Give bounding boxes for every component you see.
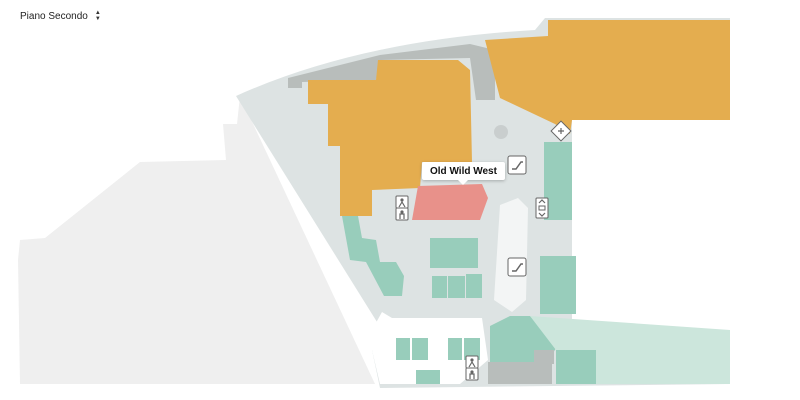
top-corridor (288, 44, 495, 100)
floor-label: Piano Secondo (20, 10, 88, 22)
atrium-corridor (494, 198, 528, 312)
store-right-upper[interactable] (544, 142, 572, 220)
store-bottom-small-10[interactable] (416, 370, 440, 384)
store-bottom-light[interactable] (556, 350, 596, 384)
store-block-b[interactable] (448, 276, 465, 298)
store-bottom-small-9[interactable] (464, 338, 480, 360)
restroom-icon[interactable] (465, 355, 479, 369)
floor-selector[interactable]: Piano Secondo ▲ ▼ (14, 7, 108, 25)
store-bottom-small-6[interactable] (396, 338, 410, 360)
restroom-icon[interactable] (395, 195, 409, 209)
store-anchor-right[interactable] (485, 20, 730, 134)
escalator-icon[interactable] (507, 155, 527, 175)
escalator-icon[interactable] (507, 257, 527, 277)
bottom-entry-area (372, 312, 488, 384)
store-block-c[interactable] (466, 274, 482, 298)
store-bottom-small-8[interactable] (448, 338, 462, 360)
store-left-strip[interactable] (342, 216, 404, 296)
outer-area (18, 96, 375, 384)
store-bottom-gray-3[interactable] (488, 362, 552, 384)
chevron-up-icon[interactable]: ▲ (94, 10, 101, 16)
store-bottom-gray-2[interactable] (534, 350, 554, 364)
tooltip-store-name: Old Wild West (430, 165, 497, 177)
store-block-a[interactable] (432, 276, 447, 298)
info-point-icon[interactable] (550, 120, 572, 142)
restroom-icon[interactable] (465, 367, 479, 381)
floor-stepper[interactable]: ▲ ▼ (94, 8, 102, 24)
chevron-down-icon[interactable]: ▼ (94, 16, 101, 22)
store-anchor-left[interactable] (308, 60, 472, 216)
store-block-center[interactable] (430, 238, 478, 268)
store-tooltip: Old Wild West (422, 162, 505, 185)
fountain-marker (494, 125, 508, 139)
store-bottom-small-7[interactable] (412, 338, 428, 360)
store-old-wild-west[interactable] (412, 184, 488, 220)
restroom-icon[interactable] (395, 207, 409, 221)
store-right-lower[interactable] (540, 256, 576, 314)
elevator-icon[interactable] (535, 197, 549, 219)
